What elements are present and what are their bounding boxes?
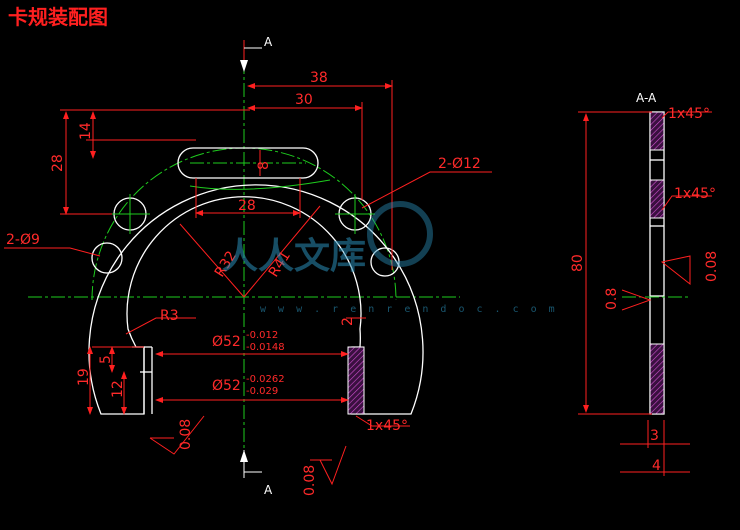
section-view-label: A-A [636,91,657,105]
dim-80: 80 [570,254,586,272]
roughness-3: 0.08 [704,251,720,282]
roughness-symbol-1 [149,415,205,455]
dim-3: 3 [650,428,659,444]
hole-9-lower [91,242,123,274]
dim-28-vertical: 28 [50,154,66,172]
dim-5: 5 [98,355,114,364]
dimension-line [243,205,321,298]
drawing-title: 卡规装配图 [8,5,108,29]
dim-0-8: 0.8 [604,288,620,310]
section-hatch-bottom [649,343,665,415]
dim-14: 14 [78,122,94,140]
dimension-line [4,247,101,257]
roughness-1: 0.08 [178,419,194,450]
dimension-line [361,171,492,209]
watermark-url: w w w . r e n r e n d o c . c o m [260,304,558,315]
watermark: 人人文库 w w w . r e n r e n d o c . c o m [222,201,558,315]
section-view: A-A 80 1x45° 1x45° 0.08 0.8 3 4 [570,91,720,476]
dim-chamfer-front: 1x45° [366,418,408,434]
dim-2: 2 [340,317,356,326]
dim-12: 12 [110,380,126,398]
dim-holes-9: 2-Ø9 [6,232,40,248]
roughness-2: 0.08 [302,465,318,496]
dim-r3: R3 [160,308,179,324]
roughness-symbol-3 [660,255,691,286]
dim-bore1-lower: -0.0148 [246,342,285,353]
dim-8: 8 [256,161,272,170]
slot [177,147,319,179]
dim-bore2-upper: -0.0262 [246,374,285,385]
section-hatch-upper [649,179,665,219]
dim-bore1-upper: -0.012 [246,330,278,341]
section-label-bottom: A [264,483,273,497]
dimension-line [355,415,410,427]
watermark-text: 人人文库 [222,236,366,277]
dim-bore1-nominal: Ø52 [212,334,241,350]
dimension-line [179,223,245,298]
dim-28-slot: 28 [238,198,256,214]
right-jaw-section [347,346,365,415]
dim-chamfer-top: 1x45° [668,106,710,122]
section-arrow-top [240,60,248,72]
section-arrow-bottom [240,450,248,462]
slot-arc [189,179,331,190]
dim-19: 19 [76,368,92,386]
dim-4: 4 [652,458,661,474]
dim-holes-12: 2-Ø12 [438,156,481,172]
dimension-line [661,111,712,119]
dim-bore2-lower: -0.029 [246,386,278,397]
dim-38: 38 [310,70,328,86]
hole-12-lower [370,247,400,277]
section-label-top: A [264,35,273,49]
watermark-logo-icon [367,201,433,267]
dimension-line [621,289,652,311]
dimension-line [125,317,196,335]
section-hatch-top [649,111,665,151]
dim-bore2-nominal: Ø52 [212,378,241,394]
dimension-line [661,195,712,211]
dim-30: 30 [295,92,313,108]
roughness-symbol-2 [319,445,347,486]
dim-chamfer-mid: 1x45° [674,186,716,202]
